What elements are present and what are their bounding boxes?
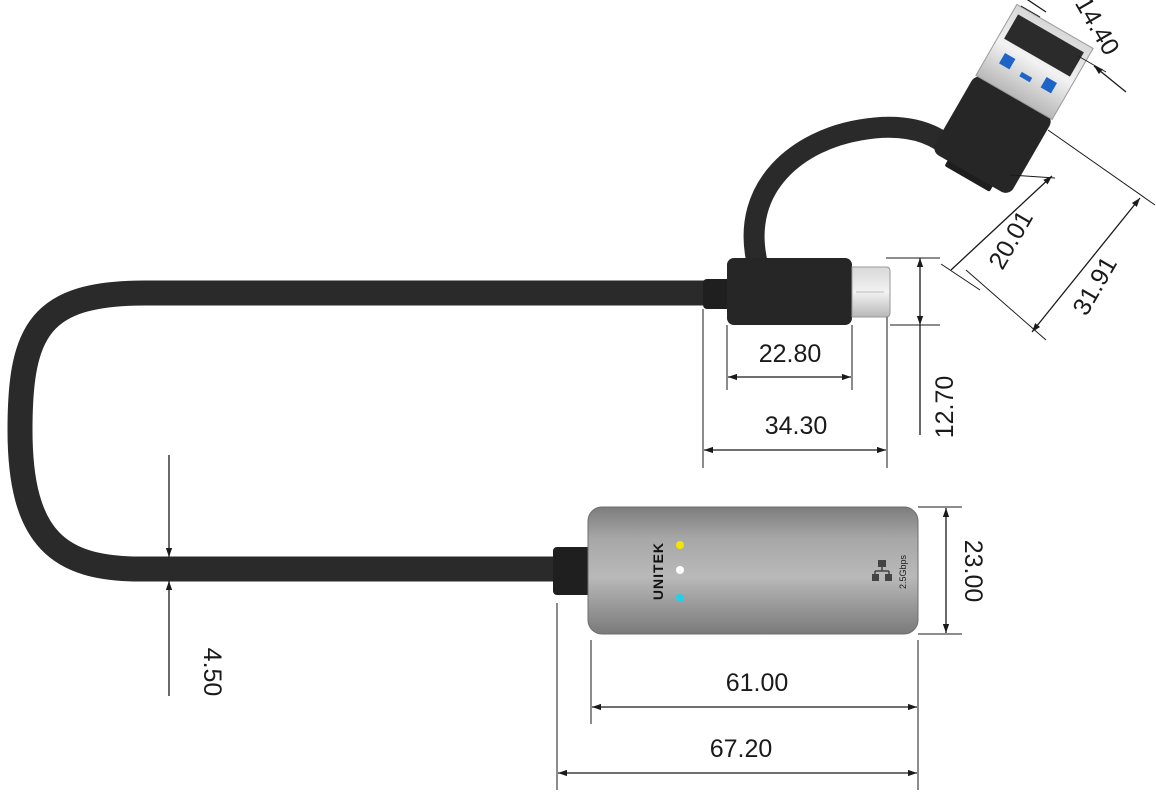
dim-label-usb-c-body: 22.80	[759, 340, 822, 368]
usb-c-plug	[703, 258, 891, 325]
usb-a-plug	[934, 3, 1094, 193]
dim-adapter-total: 67.20	[556, 603, 919, 790]
dim-label-usb-a-total: 31.91	[1067, 252, 1123, 320]
dim-adapter-body: 61.00	[590, 640, 919, 724]
status-led-cyan	[676, 594, 684, 602]
dim-usb-c-body: 22.80	[726, 325, 853, 390]
cable-branch	[743, 116, 963, 265]
dim-adapter-height: 23.00	[918, 506, 987, 635]
dim-label-usb-a-insert: 20.01	[983, 206, 1039, 274]
speed-label: 2.5Gbps	[898, 554, 908, 589]
dim-usb-a-total: 31.91	[965, 197, 1141, 341]
ethernet-port-icon	[872, 560, 892, 581]
dim-usb-c-total: 34.30	[702, 309, 888, 468]
cable-main	[7, 280, 712, 582]
status-led-yellow	[676, 541, 684, 549]
status-led-white	[676, 566, 684, 574]
ethernet-adapter: UNITEK 2.5Gbps	[553, 506, 919, 635]
dim-label-adapter-body: 61.00	[726, 669, 789, 697]
dim-cable-diameter: 4.50	[165, 455, 226, 697]
brand-logo: UNITEK	[650, 542, 666, 600]
dim-label-usb-c-total: 34.30	[765, 412, 828, 440]
dim-label-adapter-total: 67.20	[710, 735, 773, 763]
dim-label-usb-c-height: 12.70	[931, 376, 959, 439]
dim-label-cable-diameter: 4.50	[198, 648, 226, 697]
dim-usb-c-height: 12.70	[886, 257, 959, 439]
dim-label-adapter-height: 23.00	[959, 540, 987, 603]
